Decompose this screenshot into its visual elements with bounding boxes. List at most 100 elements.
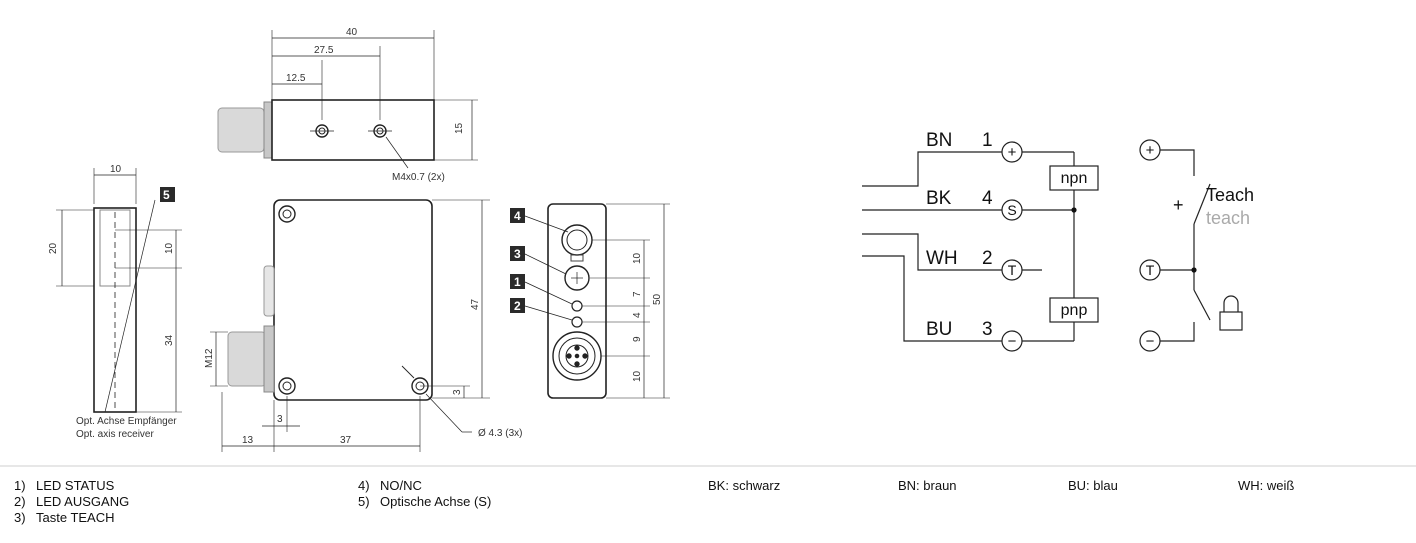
- dim-back-4: 4: [632, 312, 643, 318]
- dim-side-20: 20: [48, 242, 59, 254]
- dim-13: 13: [242, 435, 254, 446]
- legend-item-5: 5) Optische Achse (S): [358, 494, 491, 509]
- teach-plus-label: +: [1173, 195, 1184, 215]
- wire-teach-plus: [1160, 149, 1195, 176]
- top-view-connector: [217, 107, 265, 153]
- dim-side-10b: 10: [164, 242, 175, 254]
- dim-40: 40: [346, 27, 358, 38]
- legend-text-4: NO/NC: [380, 478, 422, 493]
- top-view-housing: [271, 99, 435, 161]
- dim-27-5: 27.5: [314, 45, 334, 56]
- wire-label-bk: BK: [926, 188, 952, 209]
- wire-teach-minus: [1160, 322, 1195, 342]
- wire-pin-bu: 3: [982, 319, 993, 340]
- leader-axis-note: [104, 199, 156, 413]
- front-view-connector-nut: [263, 325, 275, 393]
- axis-note-line1: Opt. Achse Empfänger: [76, 416, 177, 427]
- wire-label-bn: BN: [926, 130, 952, 151]
- dim-side-10: 10: [110, 164, 122, 175]
- pnp-label: pnp: [1061, 302, 1088, 319]
- legend-num-2: 2): [14, 494, 26, 509]
- callout-5-box: [160, 187, 175, 202]
- color-code-bn: BN: braun: [898, 478, 957, 493]
- legend-text-3: Taste TEACH: [36, 510, 115, 525]
- dim-15: 15: [454, 122, 465, 134]
- leader-callout-2: [524, 305, 573, 321]
- teach-lower-label: teach: [1206, 208, 1250, 228]
- leader-callout-3: [524, 253, 567, 275]
- leader-callout-4: [524, 215, 569, 233]
- front-view-connector: [227, 331, 267, 387]
- pnp-box: [1049, 297, 1099, 323]
- callout-4: 4: [514, 209, 521, 223]
- legend-text-2: LED AUSGANG: [36, 494, 130, 509]
- corner-hole-bottom-left: [278, 377, 296, 395]
- leader-hole-dia: [425, 393, 463, 433]
- leader-m4: [385, 136, 409, 169]
- teach-minus-symbol: −: [1146, 333, 1155, 350]
- teach-upper-label: Teach: [1206, 185, 1254, 205]
- t-symbol: T: [1008, 262, 1017, 278]
- lock-icon: [1219, 295, 1243, 331]
- minus-symbol: −: [1008, 333, 1017, 350]
- dim-hole-dia: Ø 4.3 (3x): [478, 428, 522, 439]
- side-view: 5 10 20 10 34 Opt. Achse Empfänger Opt. …: [48, 164, 182, 440]
- plus-symbol: +: [1008, 144, 1017, 161]
- dim-back-50: 50: [652, 293, 663, 305]
- junction-teach: [1191, 267, 1197, 273]
- dim-side-34: 34: [164, 334, 175, 346]
- color-code-bu: BU: blau: [1068, 478, 1118, 493]
- m12-pin-1: [574, 345, 580, 351]
- front-view: 47 3 M12 3 13 37 Ø 4.3 (3x): [204, 199, 522, 452]
- legend-text-5: Optische Achse (S): [380, 494, 492, 509]
- corner-hole-top-left: [278, 205, 296, 223]
- wire-pin-wh: 2: [982, 248, 993, 269]
- callout-4-box: [510, 208, 525, 223]
- back-view: 10 7 4 9 10 50 4 3 1 2: [510, 203, 670, 399]
- callout-5: 5: [163, 188, 170, 202]
- dim-37: 37: [340, 435, 352, 446]
- no-nc-switch-inner: [566, 229, 588, 251]
- legend-item-3: 3) Taste TEACH: [14, 510, 115, 525]
- top-view: 40 27.5 12.5 15 M4x0.7 (2x): [217, 27, 478, 183]
- m12-pin-3: [582, 353, 588, 359]
- callout-3: 3: [514, 247, 521, 261]
- front-view-teach-key: [263, 265, 275, 317]
- wire-bn: [862, 151, 1002, 187]
- color-code-wh: WH: weiß: [1238, 478, 1295, 493]
- m12-socket-core: [565, 344, 589, 368]
- wire-label-bu: BU: [926, 319, 952, 340]
- leader-callout-1: [524, 281, 573, 305]
- teach-key: [564, 265, 590, 291]
- wire-pin-bk: 4: [982, 188, 993, 209]
- dim-back-10-bottom: 10: [632, 370, 643, 382]
- legend-item-2: 2) LED AUSGANG: [14, 494, 129, 509]
- legend-num-3: 3): [14, 510, 26, 525]
- corner-hole-top-left-inner: [282, 209, 292, 219]
- legend-num-5: 5): [358, 494, 370, 509]
- dim-3-corner: 3: [452, 389, 463, 395]
- color-code-bk: BK: schwarz: [708, 478, 781, 493]
- wiring-diagram: [862, 139, 1243, 352]
- teach-switch-lower: [1193, 289, 1211, 321]
- junction-s: [1071, 207, 1077, 213]
- dim-47: 47: [470, 298, 481, 310]
- wire-label-wh: WH: [926, 248, 958, 269]
- dim-3-bottom: 3: [277, 414, 283, 425]
- wire-pin-bn: 1: [982, 130, 993, 151]
- legend-text-1: LED STATUS: [36, 478, 115, 493]
- dim-12-5: 12.5: [286, 73, 306, 84]
- m12-pin-2: [566, 353, 572, 359]
- corner-hole-bottom-left-inner: [282, 381, 292, 391]
- teach-switch-upper: [1193, 183, 1211, 225]
- m12-pin-5: [574, 353, 580, 359]
- teach-plus-symbol: +: [1146, 142, 1155, 159]
- legend-item-4: 4)NO/NC: [358, 478, 422, 493]
- dim-m4-thread: M4x0.7 (2x): [392, 172, 445, 183]
- front-view-housing: [273, 199, 433, 401]
- m12-socket-ring: [558, 337, 596, 375]
- teach-t-symbol: T: [1146, 262, 1155, 278]
- no-nc-switch-tab: [570, 254, 584, 262]
- callout-1: 1: [514, 275, 521, 289]
